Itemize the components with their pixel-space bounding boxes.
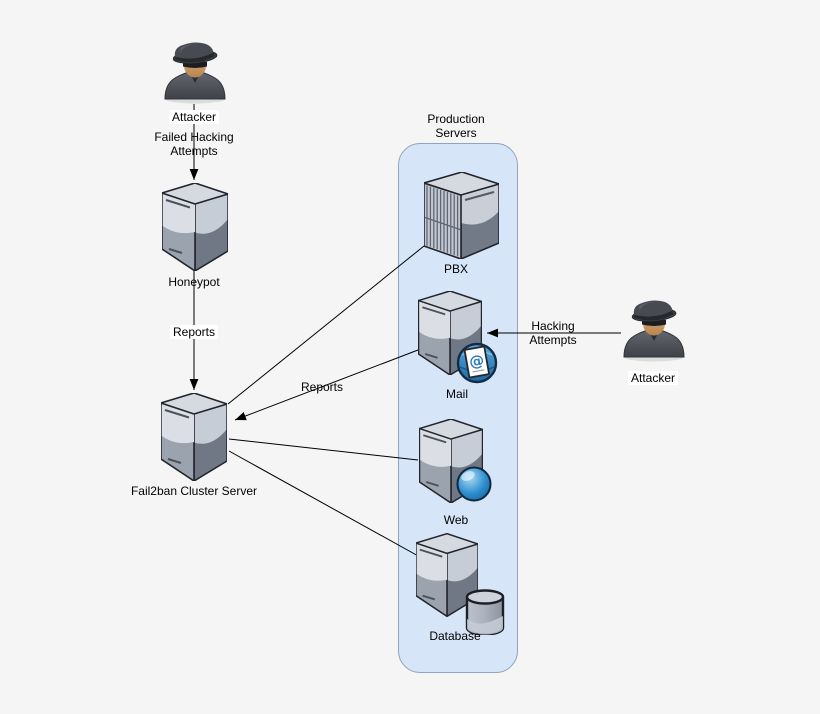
web-label: Web xyxy=(443,513,469,527)
fail2ban-cluster-server-label: Fail2ban Cluster Server xyxy=(130,484,258,498)
database-label: Database xyxy=(429,629,481,643)
attacker-right-label: Attacker xyxy=(627,371,679,385)
production-servers-label: Production Servers xyxy=(427,112,484,140)
edge-database-to-fail2ban xyxy=(228,450,421,558)
edge-web-to-fail2ban xyxy=(228,438,419,461)
pbx-label: PBX xyxy=(443,262,469,276)
edge-pbx-to-fail2ban xyxy=(227,245,425,405)
honeypot-label: Honeypot xyxy=(168,275,220,289)
failed-hacking-label-line2: Attempts xyxy=(170,144,218,158)
failed-hacking-label-line1: Failed Hacking xyxy=(154,130,234,144)
honeypot-server-icon xyxy=(162,183,228,271)
database-cylinder-icon xyxy=(465,589,505,636)
production-servers-label-line2: Servers xyxy=(435,126,477,140)
edge-mail-to-fail2ban xyxy=(234,349,419,421)
mail-server-icon: @ xyxy=(418,291,498,387)
attacker-left-icon xyxy=(162,42,228,104)
failed-hacking-attempts-label: Failed Hacking Attempts xyxy=(154,130,233,158)
hacking-attempts-label-line2: Attempts xyxy=(529,333,577,347)
mail-badge-icon: @ xyxy=(456,342,498,384)
mail-reports-label: Reports xyxy=(300,380,344,394)
pbx-server-icon xyxy=(424,172,499,259)
hacking-attempts-label: Hacking Attempts xyxy=(529,319,576,347)
svg-text:@: @ xyxy=(468,351,486,371)
mail-label: Mail xyxy=(445,387,469,401)
production-servers-label-line1: Production xyxy=(427,112,485,126)
attacker-right-icon xyxy=(621,300,687,362)
web-globe-icon xyxy=(456,466,492,502)
web-server-icon xyxy=(419,419,493,503)
honeypot-reports-label: Reports xyxy=(169,325,219,339)
attacker-left-label: Attacker xyxy=(168,110,220,124)
database-server-icon xyxy=(416,533,508,636)
fail2ban-server-icon xyxy=(161,393,227,481)
hacking-attempts-label-line1: Hacking xyxy=(531,319,575,333)
